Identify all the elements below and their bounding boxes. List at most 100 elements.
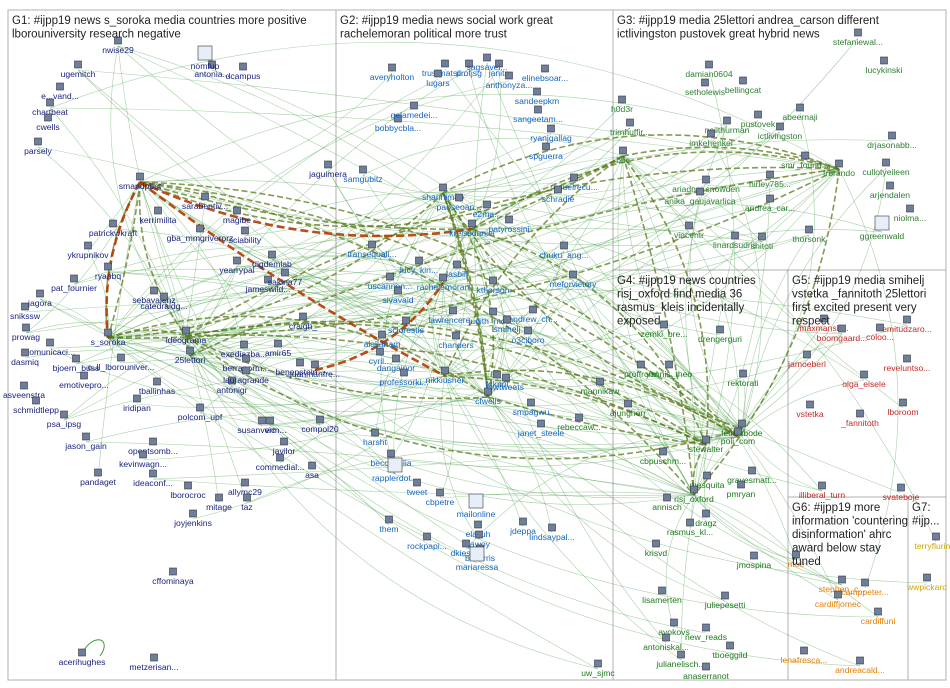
node[interactable]: cardiffuni [861, 607, 896, 626]
node[interactable]: metzerisan... [129, 653, 179, 672]
node[interactable]: moe [788, 550, 805, 569]
node[interactable]: coloo... [866, 323, 894, 342]
node[interactable]: cbpetre [426, 488, 455, 507]
node[interactable]: dangainor [377, 354, 415, 373]
node[interactable]: judith_moe... [467, 307, 518, 326]
node[interactable]: hirley785... [749, 170, 791, 189]
node[interactable]: reveluntso... [884, 354, 931, 373]
node[interactable]: gravesmatt... [727, 466, 777, 485]
node[interactable]: emitudzaro... [882, 315, 932, 334]
node[interactable]: sarabentiv... [182, 192, 228, 211]
node[interactable]: lboroom [887, 398, 919, 417]
node[interactable]: rasmus_kl... [667, 518, 713, 537]
node[interactable]: amir65 [265, 339, 291, 358]
node[interactable]: samgubitz [343, 165, 383, 184]
node[interactable]: polcom_upf [178, 403, 223, 422]
node[interactable]: chuku_ang... [539, 241, 589, 260]
node[interactable]: lucykinski [866, 56, 903, 75]
node[interactable]: kerrimilita [140, 206, 177, 225]
node[interactable]: nikkiusher [426, 366, 465, 385]
node[interactable]: magibe [223, 206, 251, 225]
node[interactable]: cullotyeileen [862, 158, 910, 177]
node[interactable]: proffroml [624, 360, 658, 379]
node[interactable]: pmryan [727, 480, 756, 499]
node[interactable]: meforvictory [550, 270, 597, 289]
node[interactable]: lasbill [446, 260, 468, 279]
node[interactable]: sakina77 [268, 268, 303, 287]
node[interactable]: antonigr [216, 376, 248, 395]
node[interactable]: thorsonk [793, 225, 827, 244]
node[interactable]: nomfup [191, 45, 220, 71]
node[interactable]: jmospina [736, 551, 772, 570]
node[interactable]: them [379, 515, 399, 534]
node[interactable]: jason_gain [64, 432, 107, 451]
node[interactable]: cyril... [369, 347, 391, 366]
node[interactable]: parsely [24, 137, 53, 156]
node[interactable]: yannis_theo [646, 360, 693, 379]
node[interactable]: jameswild... [245, 275, 291, 294]
node[interactable]: antonia... [194, 60, 230, 79]
node[interactable]: camppeter... [841, 578, 889, 597]
node[interactable]: janita [488, 59, 510, 78]
node[interactable]: juliepesetti [704, 591, 746, 610]
node[interactable]: terryflurin... [915, 532, 950, 551]
node[interactable]: acerihughes [59, 648, 106, 667]
node[interactable]: fdknpl [486, 370, 509, 389]
node[interactable]: wwpickard [906, 573, 947, 592]
node[interactable]: jamoeberl [787, 350, 826, 369]
node[interactable]: pandaget [80, 468, 117, 487]
node[interactable]: shitoti [751, 232, 774, 251]
node[interactable]: chartbeat [32, 98, 69, 117]
node[interactable]: ideograma [166, 326, 207, 345]
node[interactable]: mesquita [690, 471, 725, 490]
node[interactable]: lawrencere... [428, 306, 478, 325]
node[interactable]: bobbycbla... [375, 114, 421, 133]
node[interactable]: janet_steele [517, 419, 565, 438]
node[interactable]: allymc29 [228, 478, 262, 497]
node[interactable]: e...vand... [41, 82, 79, 101]
node[interactable]: kevinwagn... [119, 450, 167, 469]
node[interactable]: trustmatsil... [422, 59, 468, 78]
node[interactable]: mitage [206, 493, 232, 512]
node[interactable]: abeernaji [782, 103, 818, 122]
node[interactable]: rektorati [727, 369, 759, 388]
node[interactable]: smr_found... [781, 151, 829, 170]
node[interactable]: gwtweets [488, 373, 524, 392]
node[interactable]: jaguimera [308, 160, 347, 179]
node[interactable]: arjendalen [870, 181, 910, 200]
node[interactable]: krisvd [645, 539, 668, 558]
node[interactable]: cffominaya [152, 567, 194, 586]
node[interactable]: craigh_ [289, 312, 317, 331]
node[interactable]: sagsavei... [466, 53, 508, 72]
node[interactable]: gelamedei... [391, 101, 438, 120]
node[interactable]: dcampus [226, 62, 261, 81]
node[interactable]: damian0604 [685, 60, 733, 79]
node[interactable]: annisch [652, 493, 682, 512]
node[interactable]: commedial... [256, 453, 305, 472]
node[interactable]: raquelrecu... [550, 173, 598, 192]
node[interactable]: ggreenwald [860, 215, 905, 241]
node[interactable]: ryanjgallag [530, 124, 572, 143]
node[interactable]: susanverm... [237, 416, 287, 435]
node[interactable]: antoniskal... [643, 633, 689, 652]
node[interactable]: joyjenkins [173, 509, 212, 528]
node[interactable]: cwells [36, 113, 60, 132]
node[interactable]: pat_fournier [51, 274, 97, 293]
node[interactable]: patyrossini [488, 215, 530, 234]
node[interactable]: jawoy [467, 530, 491, 549]
node[interactable]: h0d3r [611, 95, 633, 114]
node[interactable]: asveenstra [3, 381, 45, 400]
node[interactable]: ykrupnikov [67, 241, 109, 260]
node[interactable]: drengerguri [698, 325, 742, 344]
node[interactable]: stewalter [689, 435, 724, 454]
node[interactable]: benepstein... [275, 358, 325, 377]
node[interactable]: bjoern_buss [53, 354, 100, 373]
node[interactable]: zemki_bre... [641, 320, 688, 339]
node[interactable]: ryanbq [95, 262, 121, 281]
node[interactable]: compol20 [301, 415, 339, 434]
node[interactable]: dasmiq [11, 348, 39, 367]
node[interactable]: maxmansb... [799, 314, 849, 333]
node[interactable]: anika_gaujavarlica [664, 187, 736, 206]
node[interactable]: gba_mmgriverorz [167, 224, 234, 243]
node[interactable]: lauragrande [223, 366, 269, 385]
